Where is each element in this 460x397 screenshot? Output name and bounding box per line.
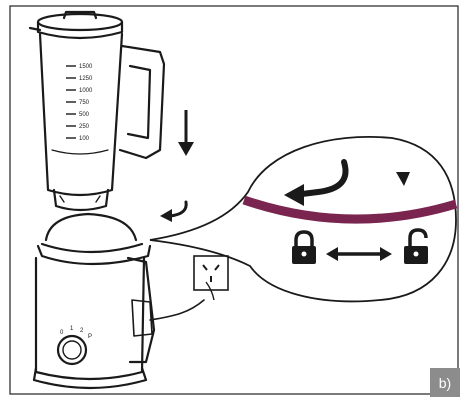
graduation-label: 500 (79, 112, 90, 118)
base-body (36, 258, 144, 379)
jar-handle-outer (120, 46, 164, 158)
speed-knob (58, 336, 86, 364)
power-cord (150, 300, 204, 320)
zoom-callout (150, 137, 456, 302)
jar-graduation-scale (66, 66, 76, 138)
knob-mark: 2 (80, 328, 84, 334)
base-top-rim (42, 244, 142, 252)
jar-lid-top (38, 14, 122, 30)
graduation-label: 100 (79, 136, 90, 142)
graduation-label: 250 (79, 124, 90, 130)
jar-handle-inner (128, 66, 150, 138)
plug-lead (206, 282, 214, 300)
base-top-dome (46, 214, 136, 240)
speed-knob-inner (63, 341, 81, 359)
figure-label-badge: b) (430, 368, 460, 397)
graduation-label: 1250 (79, 76, 93, 82)
graduation-label: 1500 (79, 64, 93, 70)
jar-inner-line (52, 150, 108, 154)
knob-mark: 0 (60, 330, 64, 336)
graduation-label: 1000 (79, 88, 93, 94)
knob-mark: 1 (70, 326, 74, 332)
wall-outlet (194, 256, 228, 300)
jar-base-feet (60, 196, 100, 202)
rotate-arrow-icon (170, 202, 186, 216)
figure-label: b) (439, 375, 451, 391)
rotate-arrowhead-icon (160, 209, 172, 222)
knob-mark: P (88, 334, 92, 340)
outlet-plate (194, 256, 228, 290)
down-arrow-icon (178, 110, 194, 156)
graduation-label: 750 (79, 100, 90, 106)
outlet-slots (203, 265, 219, 282)
blender-jar (30, 12, 164, 210)
jar-graduation-labels: 1500 1250 1000 750 500 250 100 (79, 64, 93, 142)
